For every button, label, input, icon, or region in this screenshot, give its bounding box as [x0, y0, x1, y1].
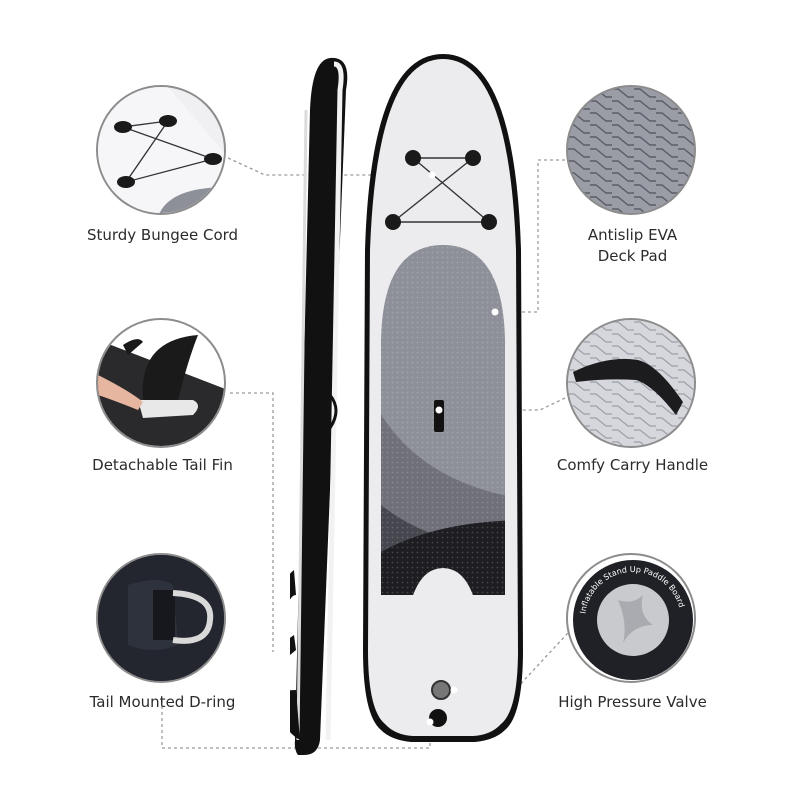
board-top-view	[363, 54, 523, 742]
carry-handle-detail-image	[566, 318, 696, 448]
valve-detail-image: Inflatable Stand Up Paddle Board	[566, 553, 696, 683]
feature-label-d-ring: Tail Mounted D-ring	[89, 693, 236, 711]
feature-label-deck-pad: Antislip EVA Deck Pad	[550, 225, 715, 267]
tail-fin-detail-image	[96, 318, 226, 448]
leader-line-tail-fin	[230, 392, 274, 652]
deck-pad-label-line1: Antislip EVA	[587, 226, 678, 244]
deck-pad-label-line2: Deck Pad	[597, 247, 668, 265]
d-ring-detail-image	[96, 553, 226, 683]
feature-label-valve: High Pressure Valve	[558, 693, 707, 711]
feature-label-bungee: Sturdy Bungee Cord	[86, 226, 239, 244]
leader-line-valve	[453, 619, 581, 691]
deck-pad-detail-image	[566, 85, 696, 215]
feature-label-carry-handle: Comfy Carry Handle	[556, 456, 709, 474]
board-side-view	[290, 57, 348, 755]
feature-label-tail-fin: Detachable Tail Fin	[92, 456, 233, 474]
bungee-cord-detail-image	[96, 85, 226, 215]
